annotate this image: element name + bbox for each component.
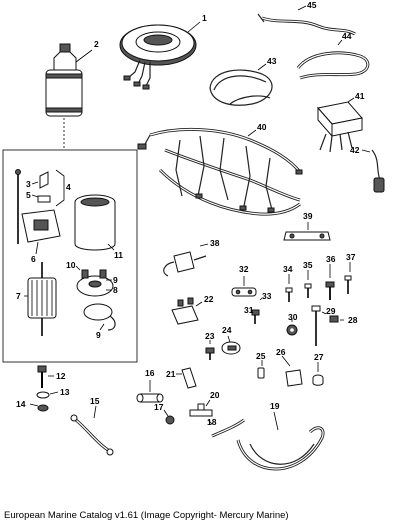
callout-18: 18 (207, 417, 217, 427)
callout-5: 5 (26, 190, 31, 200)
callout-39: 39 (303, 211, 313, 221)
copyright-footer: European Marine Catalog v1.61 (Image Cop… (4, 510, 289, 521)
callout-15: 15 (90, 396, 100, 406)
part-3-5-hardware (15, 169, 65, 244)
part-34-bolt (285, 274, 293, 302)
callout-9-lower: 9 (96, 330, 101, 340)
callout-19: 19 (270, 401, 280, 411)
callout-22: 22 (204, 294, 214, 304)
callout-8: 8 (113, 285, 118, 295)
callout-27: 27 (314, 352, 324, 362)
part-28-29-bolt-nut (311, 305, 344, 346)
part-11-housing (74, 194, 116, 251)
callout-9-upper: 9 (113, 275, 118, 285)
part-21-hose (176, 367, 197, 389)
callout-35: 35 (303, 260, 313, 270)
callout-38: 38 (210, 238, 220, 248)
callout-11: 11 (114, 250, 123, 260)
exploded-parts-diagram: 1 2 45 44 43 41 (2, 0, 385, 471)
callout-3: 3 (26, 179, 31, 189)
part-25-plug (257, 360, 265, 379)
callout-21: 21 (166, 369, 176, 379)
part-12-14-fasteners (29, 365, 59, 412)
callout-40: 40 (257, 122, 267, 132)
part-44-harness (296, 39, 370, 80)
part-18-20-hose-tee (189, 399, 245, 438)
part-8-10-brush-plate (75, 265, 116, 331)
callout-42: 42 (350, 145, 360, 155)
part-30-washer (286, 318, 298, 336)
part-26-grommet (281, 355, 303, 387)
callout-36: 36 (326, 254, 336, 264)
callout-20: 20 (210, 390, 220, 400)
callout-30: 30 (288, 312, 298, 322)
callout-44: 44 (342, 31, 352, 41)
part-37-bolt (344, 262, 352, 294)
part-43-harness (209, 63, 273, 106)
part-39-bracket (283, 222, 331, 241)
part-41-module (317, 97, 363, 153)
callout-45: 45 (307, 0, 317, 10)
part-2-starter-motor (45, 43, 93, 150)
part-31-33-screws (251, 297, 263, 324)
callout-16: 16 (145, 368, 155, 378)
callout-33: 33 (262, 291, 272, 301)
callout-29: 29 (326, 306, 336, 316)
callout-37: 37 (346, 252, 356, 262)
callout-14: 14 (16, 399, 26, 409)
callout-26: 26 (276, 347, 286, 357)
part-36-screw (325, 264, 335, 300)
callout-12: 12 (56, 371, 66, 381)
part-7-armature (24, 262, 57, 336)
callout-34: 34 (283, 264, 293, 274)
callout-24: 24 (222, 325, 232, 335)
part-1-stator (119, 21, 201, 90)
part-45-harness (257, 5, 356, 36)
part-24-clamp (221, 335, 241, 355)
part-38-sensor (163, 243, 209, 277)
part-23-screw (205, 340, 215, 360)
callout-25: 25 (256, 351, 266, 361)
part-6-end-cap (21, 209, 61, 255)
part-15-cable (70, 405, 114, 456)
callout-2: 2 (94, 39, 99, 49)
callout-7: 7 (16, 291, 21, 301)
part-19-long-hose (236, 411, 325, 471)
callout-1: 1 (202, 13, 207, 23)
callout-43: 43 (267, 56, 277, 66)
part-16-17-fittings (136, 380, 175, 425)
part-35-bolt (304, 270, 312, 298)
callout-13: 13 (60, 387, 70, 397)
callout-32: 32 (239, 264, 249, 274)
callout-41: 41 (355, 91, 365, 101)
callout-23: 23 (205, 331, 215, 341)
callout-6: 6 (31, 254, 36, 264)
callout-31: 31 (244, 305, 254, 315)
part-32-plate (231, 276, 257, 297)
part-42-sensor (361, 149, 385, 193)
part-27-cap (312, 362, 324, 386)
callout-17: 17 (154, 402, 164, 412)
part-40-main-harness (137, 127, 303, 216)
callout-4: 4 (66, 182, 71, 192)
part-22-solenoid (171, 297, 203, 325)
starter-breakdown-box (2, 149, 138, 363)
callout-28: 28 (348, 315, 358, 325)
callout-10: 10 (66, 260, 76, 270)
